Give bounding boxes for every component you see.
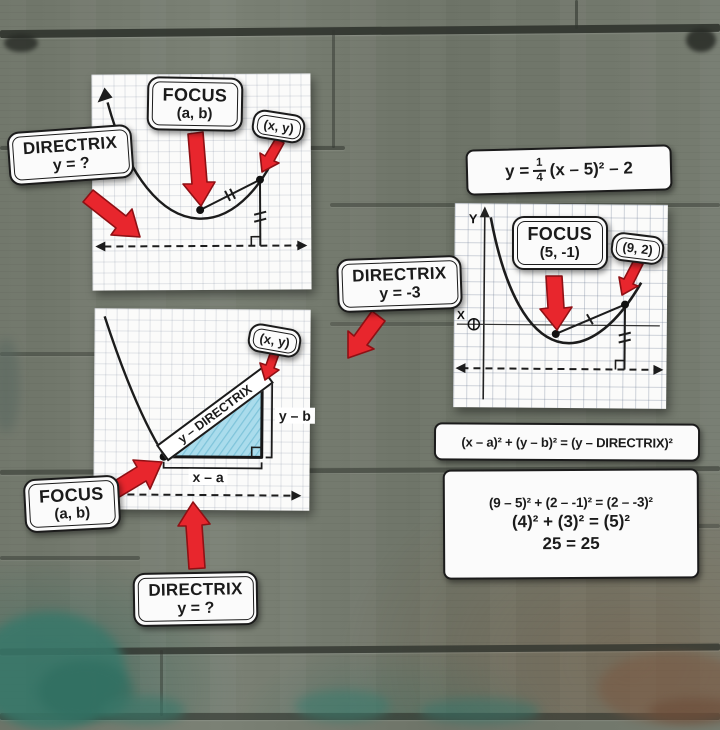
- focus-title: FOCUS: [162, 84, 227, 106]
- focus-point: [196, 206, 204, 214]
- x-axis: [457, 324, 660, 326]
- arrow-directrix-right: [348, 311, 385, 358]
- parabola-curve: [104, 316, 165, 454]
- solution-step-3: 25 = 25: [542, 533, 599, 553]
- focus-point: [552, 330, 560, 338]
- directrix-dashed-line: [95, 489, 301, 500]
- point-coordinates: (x, y): [262, 115, 295, 138]
- directrix-title: DIRECTRIX: [352, 263, 447, 286]
- directrix-dashed-line: [95, 240, 307, 251]
- wood-knot: [4, 34, 38, 52]
- directrix-label-example: DIRECTRIX y = -3: [336, 255, 463, 313]
- directrix-value: y = -3: [353, 282, 448, 304]
- focus-label-example: FOCUS (5, -1): [512, 216, 608, 270]
- focus-title: FOCUS: [528, 224, 593, 245]
- focus-title: FOCUS: [39, 483, 104, 507]
- focus-label-bottom: FOCUS (a, b): [23, 475, 121, 534]
- curve-arrowhead-left: [98, 87, 113, 102]
- plank-gap: [0, 556, 140, 560]
- distance-formula-card: (x – a)² + (y – b)² = (y – DIRECTRIX)²: [434, 422, 700, 461]
- arrow-directrix-bottom: [178, 502, 210, 569]
- vertical-bracket: [266, 383, 273, 457]
- focus-label-general: FOCUS (a, b): [147, 76, 243, 131]
- equation-rhs: (x – 5)² – 2: [549, 158, 633, 180]
- fraction-one-fourth: 1 4: [533, 157, 546, 184]
- directrix-value: y = ?: [149, 598, 244, 619]
- worked-solution-card: (9 – 5)² + (2 – -1)² = (2 – -3)² (4)² + …: [443, 468, 700, 579]
- plank-gap: [330, 322, 460, 326]
- focus-value: (a, b): [40, 503, 105, 524]
- focus-value: (5, -1): [528, 244, 593, 262]
- y-axis: [478, 206, 490, 399]
- plank-seam: [332, 30, 335, 148]
- fraction-denominator: 4: [536, 172, 543, 185]
- point-on-parabola: [256, 176, 264, 184]
- focus-to-point-segment: [200, 180, 260, 210]
- solution-step-2: (4)² + (3)² = (5)²: [512, 511, 630, 532]
- point-coordinates: (9, 2): [622, 238, 654, 260]
- directrix-label-bottom: DIRECTRIX y = ?: [133, 571, 259, 627]
- y-axis-label: Y: [469, 211, 478, 226]
- horizontal-bracket: [164, 462, 262, 469]
- teal-paint-patch: [420, 698, 540, 724]
- plank-seam: [575, 0, 578, 29]
- teal-paint-patch: [295, 690, 390, 722]
- directrix-label-top: DIRECTRIX y = ?: [6, 124, 135, 186]
- equation-lhs: y =: [505, 161, 530, 182]
- right-angle-mark: [615, 360, 624, 369]
- horizontal-side-label: x – a: [188, 469, 227, 485]
- vertical-side-label: y – b: [275, 408, 315, 424]
- fraction-numerator: 1: [533, 157, 546, 172]
- plank-gap: [0, 24, 720, 38]
- directrix-title: DIRECTRIX: [148, 579, 243, 600]
- right-angle-mark: [251, 237, 260, 246]
- x-axis-label: X: [457, 308, 465, 322]
- solution-step-1: (9 – 5)² + (2 – -1)² = (2 – -3)²: [489, 494, 653, 510]
- vertex-equation-card: y = 1 4 (x – 5)² – 2: [465, 144, 672, 195]
- directrix-dashed-line: [455, 363, 663, 375]
- point-on-parabola: [621, 301, 629, 309]
- distance-formula-text: (x – a)² + (y – b)² = (y – DIRECTRIX)²: [461, 434, 672, 450]
- focus-value: (a, b): [162, 105, 227, 124]
- wood-knot: [686, 28, 716, 52]
- point-coordinates: (x, y): [258, 329, 291, 352]
